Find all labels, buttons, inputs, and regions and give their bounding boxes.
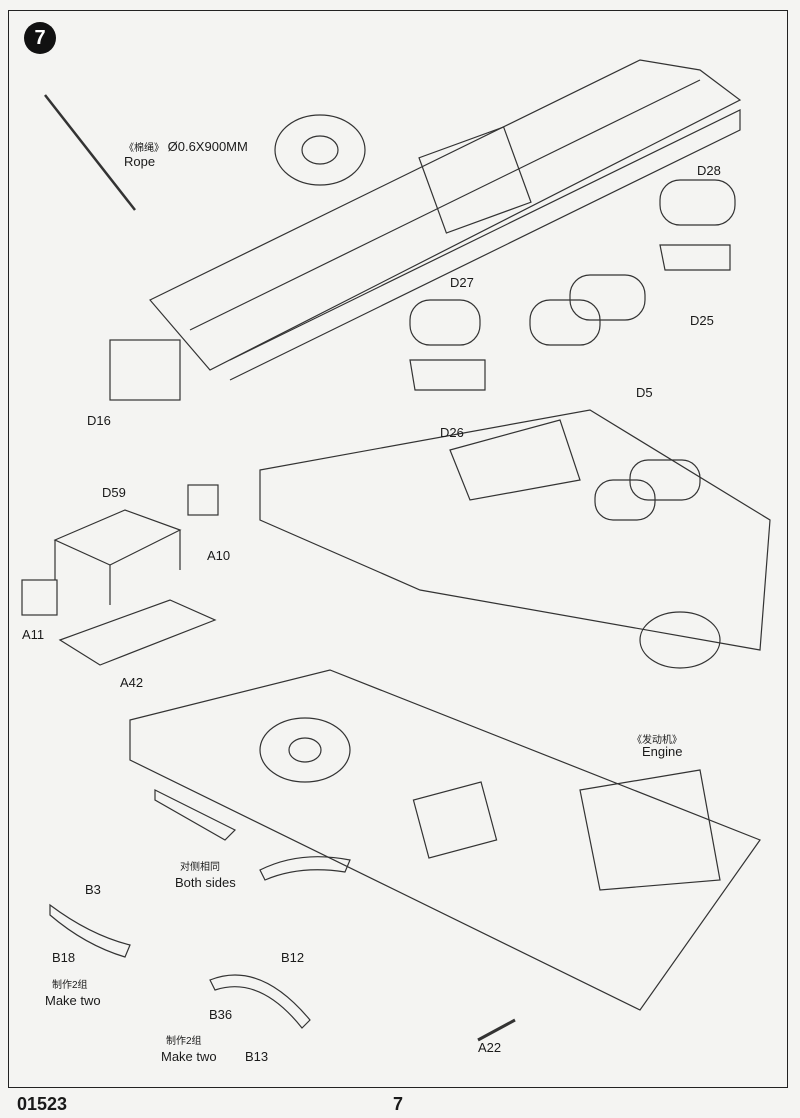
part-d16: D16 bbox=[87, 413, 111, 428]
part-d5: D5 bbox=[636, 385, 653, 400]
part-d26: D26 bbox=[440, 425, 464, 440]
make-two-1: Make two bbox=[45, 993, 101, 1008]
battery-box bbox=[21, 484, 219, 666]
part-a11: A11 bbox=[22, 627, 45, 642]
part-d25: D25 bbox=[690, 313, 714, 328]
part-b36: B36 bbox=[209, 1007, 233, 1022]
part-a42: A42 bbox=[120, 675, 144, 690]
page-number: 7 bbox=[393, 1094, 404, 1114]
part-b13: B13 bbox=[245, 1049, 269, 1064]
part-b18: B18 bbox=[52, 950, 76, 965]
step-number-badge: 7 bbox=[24, 22, 56, 54]
part-d59: D59 bbox=[102, 485, 126, 500]
both-sides-label: Both sides bbox=[175, 875, 236, 890]
kit-code: 01523 bbox=[17, 1094, 68, 1114]
bottom-chassis bbox=[129, 669, 761, 1011]
page-frame bbox=[8, 10, 788, 1088]
leaf-springs bbox=[49, 789, 516, 1042]
part-d27: D27 bbox=[450, 275, 474, 290]
make-two-2-cn: 制作2组 bbox=[166, 1036, 202, 1047]
part-a10: A10 bbox=[207, 548, 231, 563]
part-b3: B3 bbox=[85, 882, 101, 897]
both-sides-cn: 对侧相同 bbox=[180, 862, 220, 873]
engine-label: Engine bbox=[642, 744, 683, 759]
make-two-2: Make two bbox=[161, 1049, 217, 1064]
engine-label-cn: 《发动机》 bbox=[632, 735, 682, 746]
rope-spec: Ø0.6X900MM bbox=[167, 139, 248, 154]
part-b12: B12 bbox=[281, 950, 305, 965]
rope-label-cn: 《棉绳》 bbox=[124, 143, 164, 154]
top-chassis bbox=[44, 59, 742, 401]
middle-chassis bbox=[259, 409, 771, 669]
part-a22: A22 bbox=[478, 1040, 502, 1055]
rope-label: 《棉绳》 Ø0.6X900MM bbox=[124, 139, 248, 156]
fuel-tanks-top bbox=[409, 179, 736, 391]
part-d28: D28 bbox=[697, 163, 721, 178]
make-two-1-cn: 制作2组 bbox=[52, 980, 88, 991]
rope-label-en: Rope bbox=[124, 154, 156, 169]
